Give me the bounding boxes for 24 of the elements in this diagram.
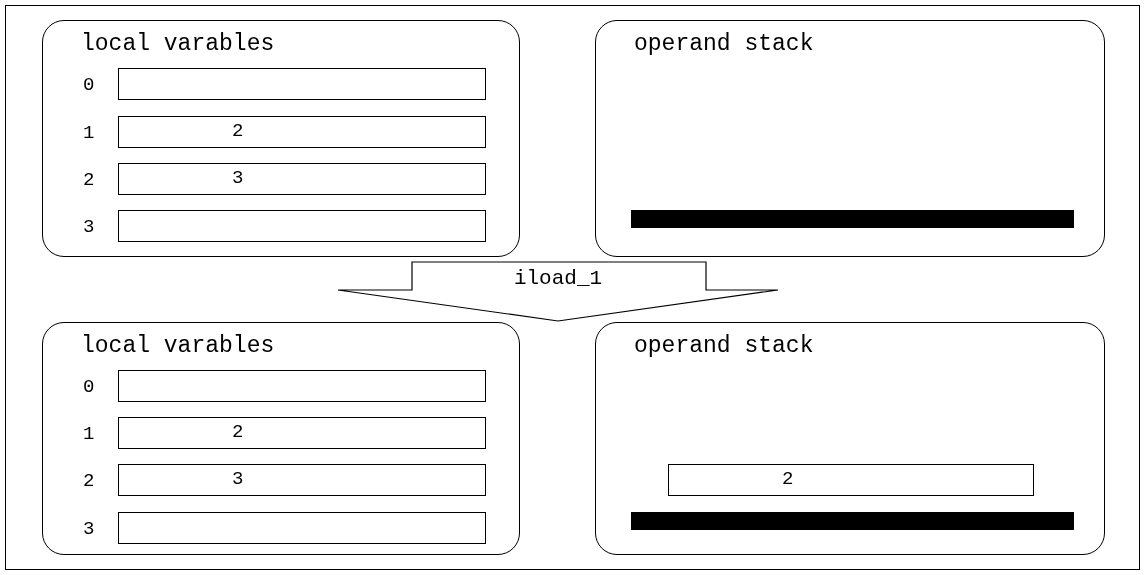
slot-index: 1 xyxy=(83,422,95,446)
slot-value: 2 xyxy=(782,467,794,491)
slot-index: 3 xyxy=(83,215,95,239)
stack-base-bar xyxy=(631,512,1074,530)
panel-heading: local varables xyxy=(81,333,275,359)
panel-heading: operand stack xyxy=(634,31,814,57)
memory-slot xyxy=(668,464,1034,496)
slot-value: 3 xyxy=(232,467,244,491)
slot-value: 2 xyxy=(232,119,244,143)
panel-heading: operand stack xyxy=(634,333,814,359)
stack-base-bar xyxy=(631,210,1074,228)
panel-heading: local varables xyxy=(81,31,275,57)
slot-index: 0 xyxy=(83,73,95,97)
slot-value: 3 xyxy=(232,166,244,190)
slot-index: 2 xyxy=(83,168,95,192)
frame-panel xyxy=(42,322,520,555)
frame-panel xyxy=(595,20,1105,257)
frame-panel xyxy=(42,20,520,257)
slot-index: 0 xyxy=(83,375,95,399)
slot-index: 3 xyxy=(83,517,95,541)
slot-value: 2 xyxy=(232,420,244,444)
slot-index: 1 xyxy=(83,121,95,145)
slot-index: 2 xyxy=(83,469,95,493)
frame-panel xyxy=(595,322,1105,555)
